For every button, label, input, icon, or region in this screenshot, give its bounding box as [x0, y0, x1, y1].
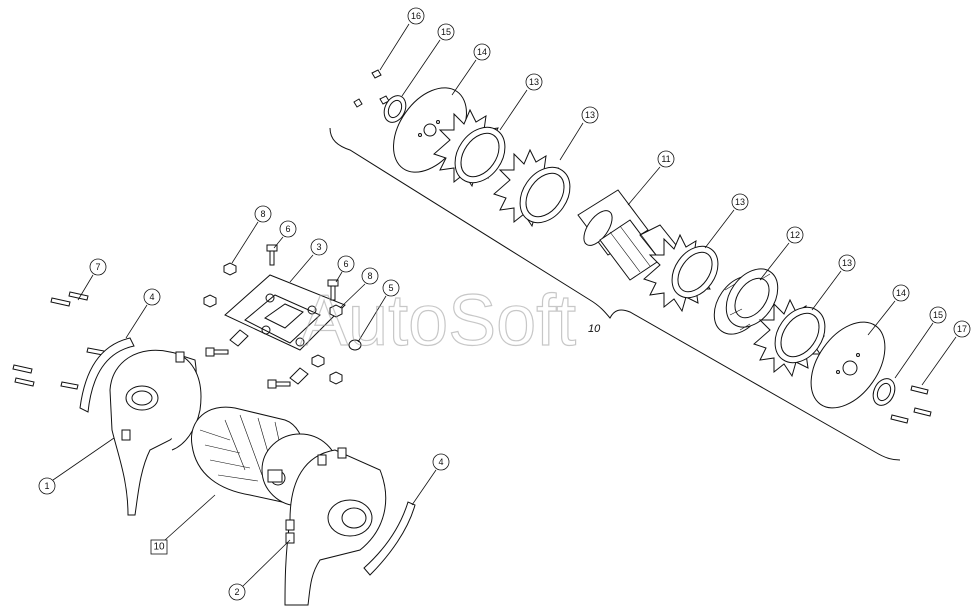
svg-text:13: 13 [842, 258, 852, 268]
svg-text:7: 7 [95, 262, 100, 272]
svg-text:2: 2 [234, 587, 239, 597]
callout-2: 2 [228, 539, 291, 601]
impeller-ring-13d [753, 298, 826, 378]
callout-8-lower: 8 [339, 267, 379, 309]
svg-text:13: 13 [529, 77, 539, 87]
svg-text:5: 5 [388, 283, 393, 293]
svg-text:8: 8 [260, 209, 265, 219]
svg-text:17: 17 [957, 324, 967, 334]
svg-text:14: 14 [896, 288, 906, 298]
callout-15-upper: 15 [401, 23, 455, 97]
callout-7: 7 [77, 258, 107, 301]
svg-text:4: 4 [149, 292, 154, 302]
callout-5: 5 [357, 279, 400, 343]
callout-11: 11 [627, 150, 675, 206]
callout-3: 3 [289, 238, 328, 283]
nuts-and-bolts [203, 244, 362, 389]
washer-15-lower [872, 378, 896, 406]
callout-17: 17 [921, 320, 971, 386]
svg-text:15: 15 [441, 27, 451, 37]
callout-4-right: 4 [411, 453, 450, 506]
callout-8-upper: 8 [231, 205, 272, 264]
svg-text:4: 4 [438, 457, 443, 467]
svg-text:12: 12 [790, 230, 800, 240]
callout-14-lower: 14 [867, 284, 910, 336]
svg-text:6: 6 [343, 259, 348, 269]
svg-text:16: 16 [411, 11, 421, 21]
callout-13-a: 13 [499, 73, 543, 131]
callout-13-d: 13 [811, 254, 856, 311]
callout-6-upper: 6 [273, 220, 297, 249]
svg-text:8: 8 [367, 271, 372, 281]
svg-text:6: 6 [285, 224, 290, 234]
svg-text:11: 11 [661, 154, 670, 164]
svg-text:14: 14 [477, 47, 487, 57]
callout-14-upper: 14 [451, 43, 491, 96]
callout-16: 16 [379, 7, 425, 71]
housing-2 [284, 447, 387, 606]
housing-1 [109, 349, 202, 516]
seal-strip-4-right [363, 501, 416, 576]
screw-17 [890, 385, 932, 424]
callout-15-lower: 15 [894, 306, 947, 379]
callout-10-boxed: 10 [150, 494, 216, 555]
svg-text:15: 15 [933, 310, 943, 320]
svg-text:3: 3 [316, 242, 321, 252]
rotor-group-bracket [329, 127, 901, 461]
callout-13-c: 13 [704, 193, 749, 249]
impeller-ring-13a [433, 108, 506, 188]
hub-shaft-11 [577, 189, 681, 281]
svg-text:10: 10 [153, 542, 165, 553]
impeller-ring-13b [493, 148, 571, 228]
svg-text:13: 13 [585, 110, 595, 120]
impeller-ring-13c [643, 233, 719, 313]
callout-1: 1 [38, 437, 115, 495]
callout-12: 12 [759, 226, 804, 281]
mounting-bracket-3 [224, 274, 346, 385]
spacer-ring-12 [713, 268, 779, 335]
svg-text:1: 1 [44, 481, 49, 491]
svg-text:13: 13 [735, 197, 745, 207]
watermark-text: AutoSoft [300, 281, 576, 361]
rotor-group-label: 10 [588, 323, 601, 335]
callout-4-left: 4 [125, 288, 161, 339]
screw-16 [353, 69, 390, 108]
callout-6-lower: 6 [335, 255, 355, 283]
seal-strip-4-left [79, 337, 135, 413]
callout-13-b: 13 [559, 106, 599, 161]
washer-15-upper [383, 95, 407, 123]
